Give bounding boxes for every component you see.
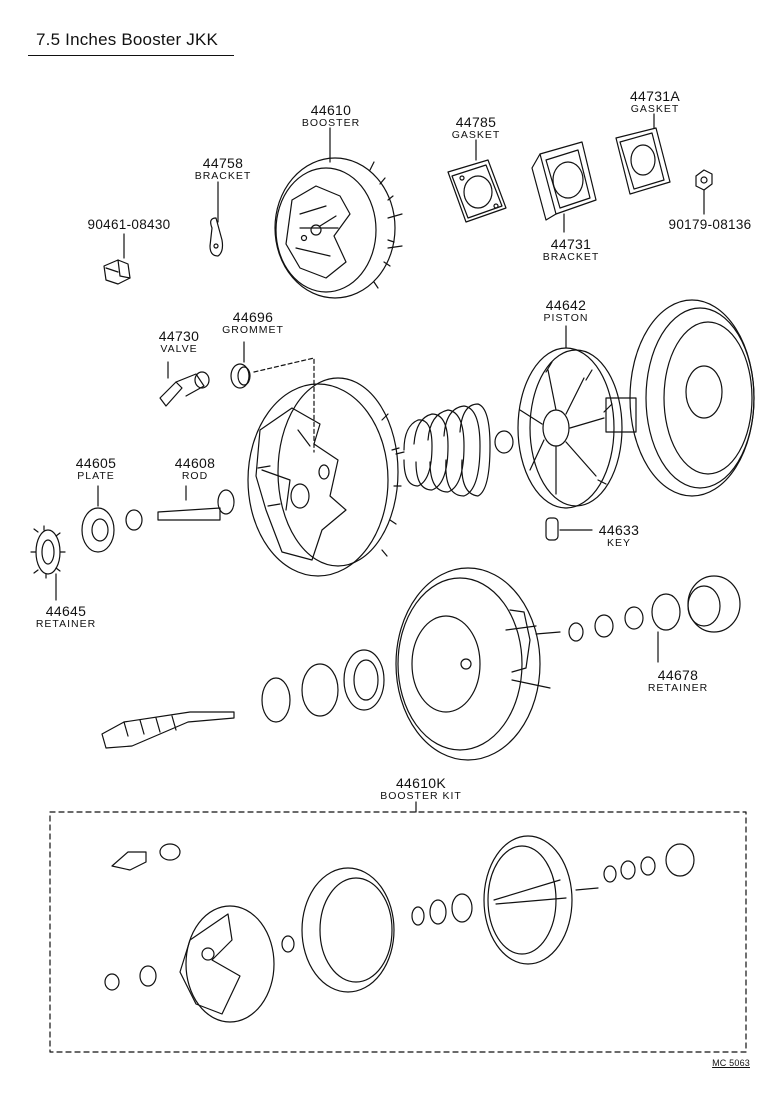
part-number: 44610	[310, 102, 352, 118]
part-name: ROD	[181, 470, 209, 482]
label-44633: 44633 KEY	[599, 523, 639, 549]
part-number: 90179-08136	[668, 217, 752, 232]
part-number: 90461-08430	[87, 217, 171, 232]
seal-ring-drawing	[495, 431, 513, 453]
label-44696: 44696 GROMMET	[222, 310, 284, 336]
label-44758: 44758 BRACKET	[195, 156, 252, 182]
part-name: KEY	[606, 537, 631, 549]
gasket-44785-drawing	[448, 140, 506, 222]
part-name: RETAINER	[647, 682, 709, 694]
label-44608: 44608 ROD	[175, 456, 215, 482]
title-underline	[28, 55, 234, 56]
part-name: BRACKET	[542, 251, 600, 263]
label-44731: 44731 BRACKET	[543, 237, 600, 263]
nut-90179-08136-drawing	[696, 170, 712, 214]
part-number: 44642	[545, 297, 587, 313]
part-number: 44605	[75, 455, 117, 471]
valve-body-parts-drawing	[102, 650, 384, 748]
label-44610: 44610 BOOSTER	[302, 103, 360, 129]
label-44610k: 44610K BOOSTER KIT	[380, 776, 462, 802]
part-number: 44610K	[395, 775, 447, 791]
part-name: PLATE	[77, 470, 115, 482]
rod-44608-drawing	[158, 486, 234, 520]
diagram-code: MC 5063	[712, 1058, 750, 1068]
diagram-title: 7.5 Inches Booster JKK	[36, 30, 219, 49]
return-spring-drawing	[396, 404, 490, 496]
label-44642: 44642 PISTON	[544, 298, 589, 324]
label-44678: 44678 RETAINER	[648, 668, 708, 694]
label-44645: 44645 RETAINER	[36, 604, 96, 630]
part-number: 44731	[550, 236, 592, 252]
part-name: VALVE	[160, 343, 198, 355]
plate-44605-drawing	[82, 486, 142, 552]
label-44785: 44785 GASKET	[452, 115, 501, 141]
grommet-44696-drawing	[231, 342, 250, 388]
piston-44642-drawing	[518, 300, 754, 508]
bolt-90461-08430-drawing	[104, 234, 130, 284]
label-44605: 44605 PLATE	[76, 456, 116, 482]
valve-44730-drawing	[160, 362, 209, 406]
label-90461-08430: 90461-08430	[88, 218, 171, 232]
booster-assembly-drawing	[275, 158, 402, 298]
part-number: 44785	[455, 114, 497, 130]
part-name: BOOSTER	[301, 117, 361, 129]
part-number: 44633	[598, 522, 640, 538]
rear-shell-drawing	[396, 568, 560, 760]
label-90179-08136: 90179-08136	[669, 218, 752, 232]
part-number: 44608	[174, 455, 216, 471]
gasket-44731a-drawing	[616, 114, 670, 194]
part-number: 44730	[158, 328, 200, 344]
part-name: RETAINER	[35, 618, 97, 630]
grommet-guide-line	[254, 358, 314, 452]
retainer-44645-drawing	[31, 526, 65, 600]
part-number: 44731A	[629, 88, 681, 104]
part-name: PISTON	[543, 312, 589, 324]
label-44731a: 44731A GASKET	[630, 89, 680, 115]
part-number: 44758	[202, 155, 244, 171]
front-shell-drawing	[248, 378, 401, 576]
part-number: 44678	[657, 667, 699, 683]
booster-kit-boundary	[50, 812, 746, 1052]
rear-seal-parts-drawing	[569, 576, 740, 662]
bracket-44731-drawing	[532, 142, 596, 232]
label-44730: 44730 VALVE	[159, 329, 199, 355]
key-44633-drawing	[546, 518, 592, 540]
booster-kit-parts-drawing	[105, 836, 694, 1022]
part-name: GASKET	[630, 103, 680, 115]
part-name: GASKET	[451, 129, 501, 141]
part-number: 44696	[232, 309, 274, 325]
part-name: BOOSTER KIT	[380, 790, 462, 802]
part-number: 44645	[45, 603, 87, 619]
part-name: BRACKET	[194, 170, 252, 182]
part-name: GROMMET	[222, 324, 284, 336]
bracket-44758-drawing	[210, 182, 223, 256]
